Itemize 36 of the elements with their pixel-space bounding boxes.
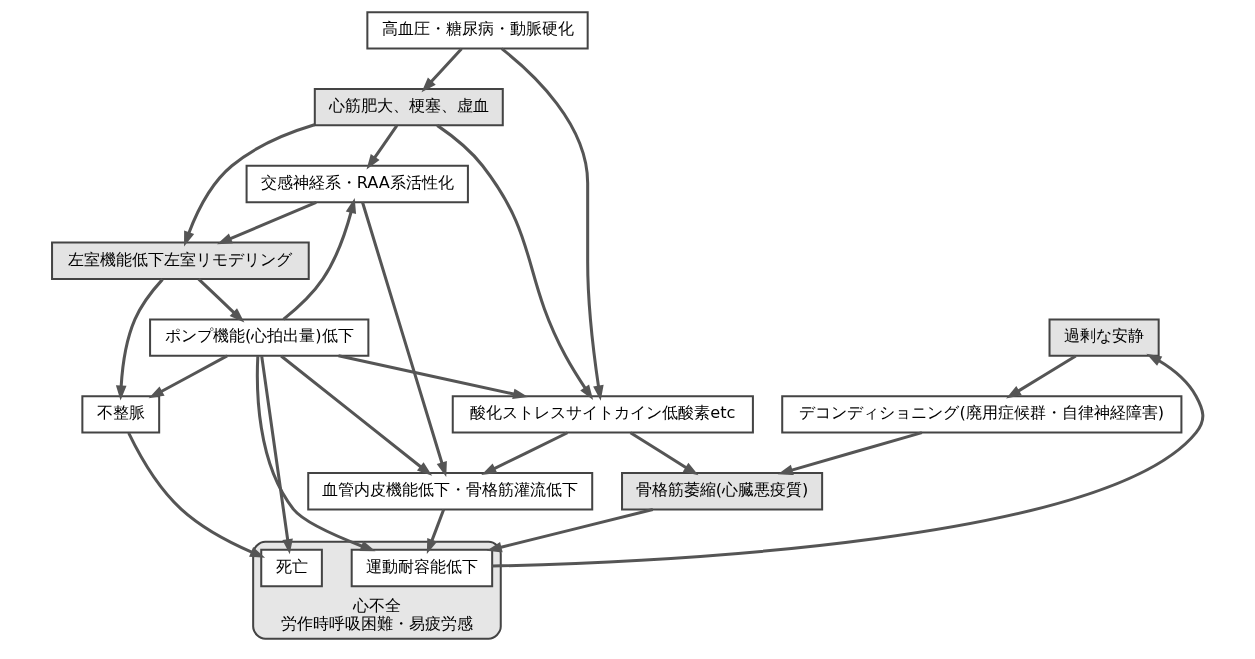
arrow — [338, 354, 529, 400]
arrow — [282, 197, 357, 321]
arrow — [127, 432, 266, 558]
node-box: 交感神経系・RAA系活性化 — [245, 164, 469, 204]
arrow — [260, 355, 293, 555]
node-box: 骨格筋萎縮(心臓悪疫質) — [621, 472, 824, 511]
arrow — [436, 124, 594, 400]
node-box: ポンプ機能(心拍出量)低下 — [149, 318, 370, 357]
node-box: 左室機能低下左室リモデリング — [51, 241, 310, 280]
arrow — [366, 124, 399, 170]
node-box: 死亡 — [260, 548, 323, 588]
node-box: 酸化ストレスサイトカイン低酸素etc — [451, 395, 754, 434]
arrow — [255, 355, 376, 552]
node-box: 血管内皮機能低下・骨格筋灌流低下 — [307, 472, 594, 511]
arrow — [115, 278, 164, 401]
arrow — [777, 431, 923, 476]
arrow — [421, 47, 463, 93]
arrow — [426, 509, 446, 555]
arrow — [280, 354, 433, 476]
arrow — [216, 200, 317, 245]
arrow — [184, 123, 315, 247]
node-box: 不整脈 — [81, 395, 161, 434]
node-box: 過剰な安静 — [1048, 318, 1160, 357]
arrow — [500, 47, 604, 401]
node-box: 心筋肥大、梗塞、虚血 — [313, 87, 504, 127]
arrow — [361, 201, 447, 478]
node-box: 運動耐容能低下 — [350, 548, 494, 588]
node-box: デコンディショニング(廃用症候群・自律神経障害) — [781, 395, 1183, 434]
arrow — [197, 278, 245, 323]
arrow — [481, 431, 569, 475]
arrow — [629, 431, 699, 476]
arrow — [148, 354, 228, 399]
node-box: 高血圧・糖尿病・動脈硬化 — [366, 11, 589, 50]
arrow — [1006, 354, 1077, 399]
arrow — [486, 508, 654, 553]
arrow — [492, 353, 1204, 568]
